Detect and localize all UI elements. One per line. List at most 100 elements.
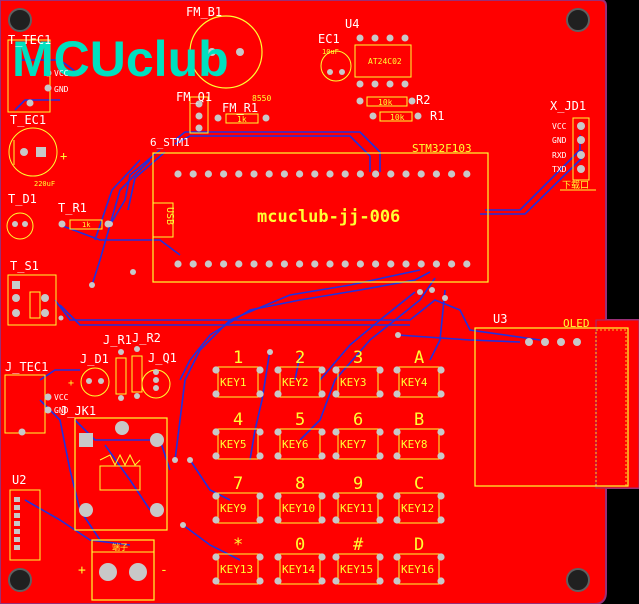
mcu-pin bbox=[296, 260, 304, 268]
label-t-ec1: T_EC1 bbox=[10, 113, 46, 127]
keypad-legend: # bbox=[353, 535, 364, 555]
keypad-key-label: KEY3 bbox=[340, 376, 367, 389]
label-r1-val: 10k bbox=[390, 113, 405, 122]
label-gnd-mid: GND bbox=[54, 406, 69, 415]
label-j-jk1: J_JK1 bbox=[60, 404, 96, 418]
mcu-pin bbox=[265, 170, 273, 178]
usb-label: USB bbox=[164, 207, 175, 225]
label-fm-r1-val: 1k bbox=[237, 115, 247, 124]
mcu-pin bbox=[387, 170, 395, 178]
mcu-pin bbox=[356, 170, 364, 178]
x-jd1-header bbox=[560, 117, 596, 191]
label-gnd-top: GND bbox=[54, 85, 69, 94]
mcu-pin bbox=[311, 170, 319, 178]
mcu-pin bbox=[311, 260, 319, 268]
keypad-legend: 1 bbox=[233, 348, 243, 368]
label-t-ec1-plus: + bbox=[60, 149, 67, 163]
mcu-pin bbox=[250, 260, 258, 268]
label-vcc-mid: VCC bbox=[54, 393, 69, 402]
oled-edge-strip bbox=[595, 319, 639, 489]
label-fm-r1: FM_R1 bbox=[222, 101, 258, 115]
keypad-legend: 5 bbox=[295, 410, 305, 430]
keypad-legend: 9 bbox=[353, 474, 363, 494]
keypad-legend: B bbox=[414, 410, 424, 430]
mcu-pin bbox=[402, 170, 410, 178]
label-j-q1: J_Q1 bbox=[148, 351, 177, 365]
t-s1-switch bbox=[7, 274, 57, 326]
label-t-ec1-val: 220uF bbox=[34, 180, 55, 188]
mcu-module bbox=[152, 152, 489, 283]
label-u4: U4 bbox=[345, 17, 359, 31]
label-j-r2: J_R2 bbox=[132, 331, 161, 345]
x-pin-gnd: GND bbox=[552, 136, 567, 145]
keypad-legend: 3 bbox=[353, 348, 363, 368]
mcu-pin bbox=[341, 260, 349, 268]
terminal-block bbox=[91, 539, 155, 601]
label-r2-val: 10k bbox=[378, 98, 393, 107]
mcu-pin bbox=[235, 170, 243, 178]
board-id-label: mcuclub-jj-006 bbox=[257, 207, 400, 227]
mcu-pin bbox=[189, 170, 197, 178]
label-u4-chip: AT24C02 bbox=[368, 57, 402, 66]
mcu-pin bbox=[280, 260, 288, 268]
mcu-pin bbox=[235, 260, 243, 268]
mcu-pin bbox=[417, 170, 425, 178]
keypad-key-label: KEY14 bbox=[282, 563, 315, 576]
j-indicator-group bbox=[80, 346, 171, 401]
label-j-d1: J_D1 bbox=[80, 352, 109, 366]
j-tec1-sensor bbox=[4, 374, 52, 436]
mcu-pin bbox=[387, 260, 395, 268]
mcu-pin bbox=[372, 170, 380, 178]
keypad-key-label: KEY13 bbox=[220, 563, 253, 576]
mcu-pin-row-top bbox=[174, 170, 471, 178]
label-fm-q1: FM_Q1 bbox=[176, 90, 212, 104]
mcu-pin bbox=[296, 170, 304, 178]
mcu-pin bbox=[204, 170, 212, 178]
mounting-holes bbox=[8, 8, 590, 592]
mcu-pin bbox=[326, 170, 334, 178]
mcu-pin bbox=[174, 170, 182, 178]
keypad-key-label: KEY7 bbox=[340, 438, 367, 451]
keypad-key-label: KEY9 bbox=[220, 502, 247, 515]
x-pin-vcc: VCC bbox=[552, 122, 567, 131]
mcu-pin bbox=[432, 170, 440, 178]
label-t-s1: T_S1 bbox=[10, 259, 39, 273]
label-fm-b1: FM_B1 bbox=[186, 5, 222, 19]
keypad-key-label: KEY16 bbox=[401, 563, 434, 576]
t-tec1-sensor bbox=[7, 39, 52, 113]
ec1-capacitor bbox=[320, 50, 352, 82]
label-fm-q1-sub: 8550 bbox=[252, 94, 271, 103]
mcu-pin bbox=[372, 260, 380, 268]
label-ec1: EC1 bbox=[318, 32, 340, 46]
mcu-designator: STM32F103 bbox=[412, 142, 472, 155]
mcu-pin bbox=[448, 170, 456, 178]
keypad-legend: 8 bbox=[295, 474, 305, 494]
x-pin-rxd: RXD bbox=[552, 151, 567, 160]
fm-buzzer bbox=[189, 15, 270, 134]
keypad-legend: 0 bbox=[295, 535, 305, 555]
keypad-legend: 4 bbox=[233, 410, 243, 430]
mcu-pin bbox=[189, 260, 197, 268]
mcu-pin bbox=[356, 260, 364, 268]
label-j-plus: + bbox=[68, 378, 74, 389]
label-j-tec1: J_TEC1 bbox=[5, 360, 48, 374]
mcu-pin bbox=[204, 260, 212, 268]
label-oled: OLED bbox=[563, 317, 590, 330]
keypad-key-label: KEY5 bbox=[220, 438, 247, 451]
keypad-key-label: KEY1 bbox=[220, 376, 247, 389]
keypad-legend: 7 bbox=[233, 474, 243, 494]
keypad-key-label: KEY12 bbox=[401, 502, 434, 515]
mcu-pin bbox=[250, 170, 258, 178]
label-u3: U3 bbox=[493, 312, 507, 326]
j-jk1-relay bbox=[74, 417, 168, 531]
keypad-key-label: KEY6 bbox=[282, 438, 309, 451]
